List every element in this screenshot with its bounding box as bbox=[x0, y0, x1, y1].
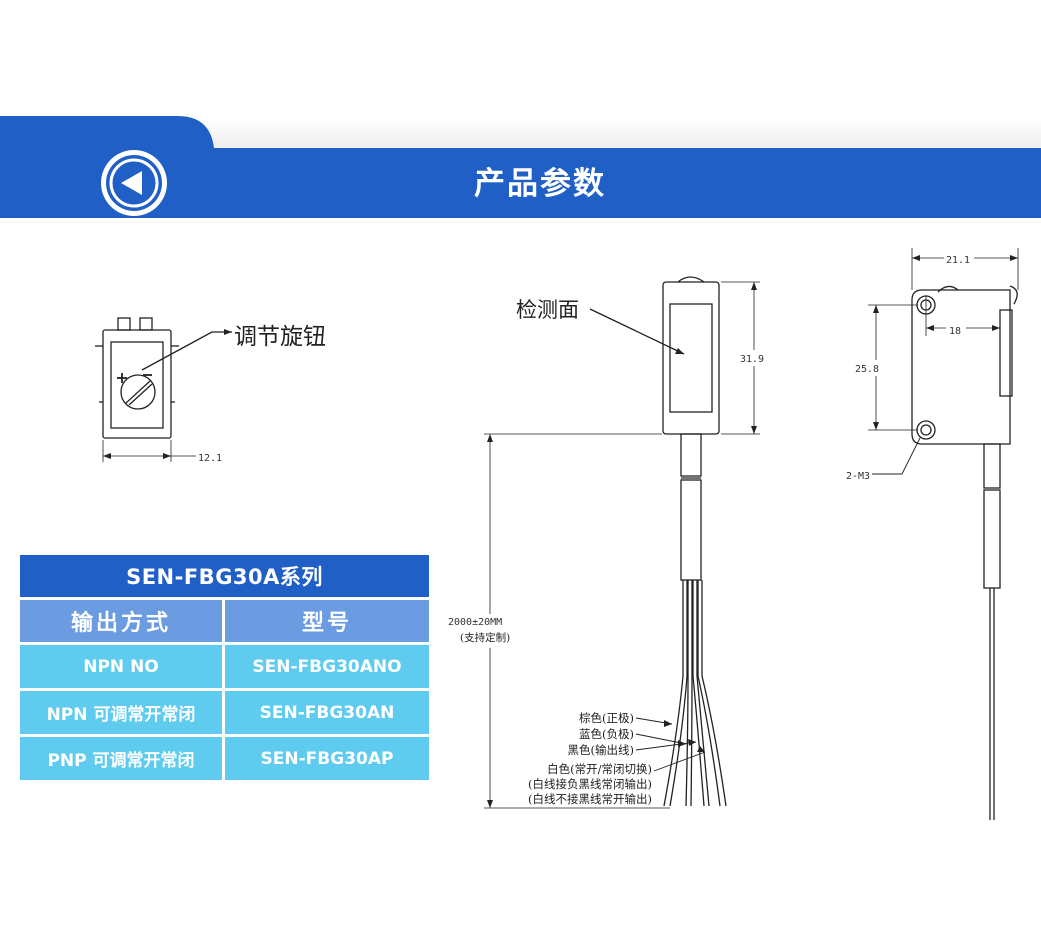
knob-label: 调节旋钮 bbox=[234, 324, 326, 350]
back-button[interactable] bbox=[101, 150, 167, 216]
model-cell: SEN-FBG30AN bbox=[225, 691, 429, 734]
height-dimension: 31.9 bbox=[740, 354, 764, 365]
page-title: 产品参数 bbox=[474, 166, 606, 202]
width-dimension: 12.1 bbox=[198, 453, 222, 464]
side-width-dimension: 21.1 bbox=[946, 255, 970, 266]
circle-left-arrow-icon bbox=[121, 171, 142, 195]
hole-spacing-dimension: 18 bbox=[949, 326, 961, 337]
front-view-sensor bbox=[95, 317, 179, 439]
header-model: 型号 bbox=[225, 600, 429, 642]
middle-view-sensor bbox=[662, 276, 720, 581]
header-tab bbox=[0, 116, 214, 150]
header-banner bbox=[0, 116, 1041, 218]
table-row: PNP 可调常开常闭 SEN-FBG30AP bbox=[20, 737, 429, 780]
wire-blue-label: 蓝色(负极) bbox=[579, 727, 634, 741]
mount-hole-bottom bbox=[916, 420, 936, 440]
detection-face-label: 检测面 bbox=[516, 298, 579, 322]
cable-length-note: (支持定制) bbox=[460, 631, 510, 644]
cable-wires bbox=[663, 580, 727, 807]
wire-black-label: 黑色(输出线) bbox=[568, 743, 634, 757]
table-row: NPN NO SEN-FBG30ANO bbox=[20, 645, 429, 688]
model-cell: SEN-FBG30ANO bbox=[225, 645, 429, 688]
table-row: NPN 可调常开常闭 SEN-FBG30AN bbox=[20, 691, 429, 734]
wire-brown-label: 棕色(正极) bbox=[579, 711, 634, 725]
output-mode-cell: NPN 可调常开常闭 bbox=[20, 691, 225, 734]
header-output-mode: 输出方式 bbox=[20, 600, 225, 642]
model-table: SEN-FBG30A系列 输出方式 型号 NPN NO SEN-FBG30ANO… bbox=[20, 552, 429, 783]
wire-white-note-closed: (白线接负黑线常闭输出) bbox=[528, 777, 652, 791]
detection-face bbox=[669, 303, 713, 413]
side-view-sensor bbox=[911, 285, 1018, 820]
wire-white-label: 白色(常开/常闭切换) bbox=[547, 762, 652, 776]
model-cell: SEN-FBG30AP bbox=[225, 737, 429, 780]
output-mode-cell: PNP 可调常开常闭 bbox=[20, 737, 225, 780]
wire-white-note-open: (白线不接黑线常开输出) bbox=[528, 792, 652, 806]
side-height-dimension: 25.8 bbox=[855, 364, 879, 375]
output-mode-cell: NPN NO bbox=[20, 645, 225, 688]
header-band bbox=[0, 148, 1041, 218]
adjust-knob bbox=[120, 374, 156, 410]
table-title: SEN-FBG30A系列 bbox=[20, 555, 429, 597]
cable-length-dimension: 2000±20MM bbox=[448, 617, 502, 628]
mount-thread-label: 2-M3 bbox=[846, 471, 870, 482]
